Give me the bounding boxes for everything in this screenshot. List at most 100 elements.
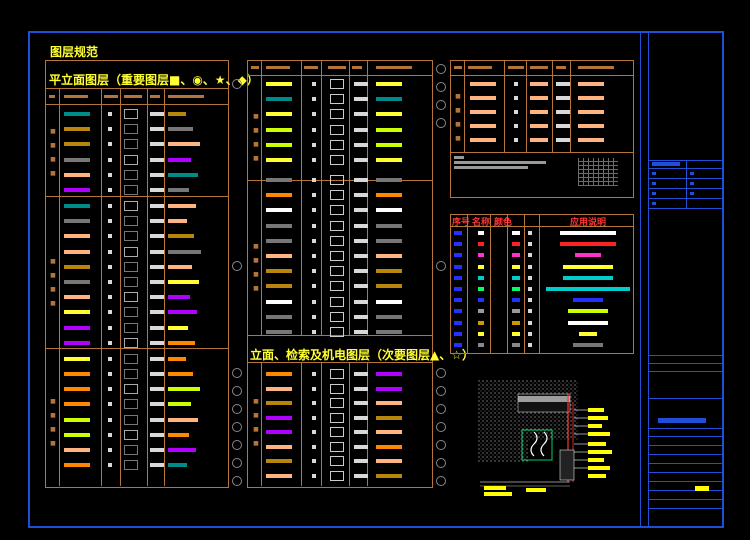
legend-index — [454, 343, 462, 347]
layer-marker — [312, 473, 316, 478]
layer-swatch — [376, 430, 402, 434]
category-marker: ■■■■ — [253, 243, 259, 292]
column-header — [376, 66, 412, 69]
panel-rule — [247, 75, 433, 76]
layer-swatch — [64, 142, 90, 147]
layer-marker — [312, 299, 316, 304]
layer-symbol — [330, 281, 344, 292]
column-header — [352, 66, 362, 69]
layer-swatch — [168, 340, 195, 345]
layer-tag — [150, 295, 164, 300]
legend-name — [478, 253, 484, 258]
layer-tag — [150, 310, 164, 315]
layer-marker — [108, 234, 112, 239]
section-divider — [247, 335, 433, 336]
layer-swatch — [64, 432, 90, 437]
column-header — [49, 95, 55, 98]
layer-tag — [150, 340, 164, 345]
layer-marker — [312, 372, 316, 376]
legend-color — [512, 231, 520, 235]
title-block-line — [648, 508, 722, 509]
binder-hole — [436, 458, 446, 468]
layer-symbol — [330, 109, 344, 120]
title-block-line — [648, 499, 722, 500]
layer-marker — [108, 432, 112, 437]
title-block-line — [648, 363, 722, 364]
layer-marker — [108, 264, 112, 269]
binder-hole — [436, 368, 446, 378]
layer-tag — [150, 142, 164, 147]
layer-tag — [150, 219, 164, 224]
layer-symbol — [330, 383, 344, 394]
layer-swatch — [470, 96, 496, 100]
column-line — [570, 60, 571, 152]
layer-tag — [150, 387, 164, 392]
layer-tag — [354, 459, 368, 463]
layer-symbol — [330, 190, 344, 201]
layer-symbol — [330, 139, 344, 150]
layer-swatch — [376, 142, 402, 147]
layer-swatch — [578, 110, 604, 114]
legend-name — [478, 264, 484, 269]
title-block-divider — [640, 31, 641, 526]
layer-swatch — [376, 372, 402, 376]
layer-tag — [150, 172, 164, 177]
column-line — [261, 60, 262, 486]
column-line — [321, 60, 322, 486]
legend-name — [478, 275, 484, 280]
layer-swatch — [376, 386, 402, 391]
layer-swatch — [266, 254, 292, 258]
layer-tag — [354, 372, 368, 376]
layer-marker — [312, 444, 316, 449]
layer-swatch — [578, 82, 604, 86]
layer-swatch — [578, 96, 604, 100]
layer-swatch — [64, 448, 90, 452]
layer-symbol — [124, 109, 138, 119]
layer-marker — [312, 142, 316, 147]
layer-marker — [108, 310, 112, 315]
title-block-highlight — [695, 486, 709, 491]
layer-swatch — [376, 158, 402, 162]
layer-swatch — [266, 430, 292, 434]
legend-usage — [563, 275, 613, 280]
layer-symbol — [530, 138, 548, 142]
column-line — [464, 60, 465, 152]
layer-symbol — [330, 251, 344, 261]
layer-symbol — [124, 353, 138, 364]
legend-color — [512, 309, 520, 314]
title-block — [648, 31, 649, 526]
layer-tag — [354, 208, 368, 213]
note-line — [454, 161, 546, 164]
layer-tag — [556, 82, 570, 86]
layer-swatch — [168, 234, 194, 239]
layer-tag — [150, 204, 164, 208]
layer-tag — [354, 415, 368, 420]
layer-symbol — [124, 429, 138, 440]
layer-swatch — [168, 264, 192, 269]
layer-tag — [354, 444, 368, 449]
layer-tag — [150, 463, 164, 468]
layer-swatch — [64, 310, 90, 315]
legend-index — [454, 287, 462, 291]
layer-tag — [354, 314, 368, 319]
binder-hole — [232, 404, 242, 414]
legend-color — [512, 343, 520, 347]
category-marker: ■■■■ — [455, 93, 461, 142]
drawing-frame — [28, 31, 724, 528]
layer-marker — [312, 238, 316, 243]
layer-tag — [150, 249, 164, 254]
layer-swatch — [376, 254, 402, 258]
column-header — [304, 66, 318, 69]
layer-symbol — [330, 296, 344, 307]
legend-mark — [528, 331, 532, 336]
column-header — [454, 66, 462, 69]
color-legend-panel — [450, 214, 634, 354]
title-block-line — [648, 168, 722, 169]
column-header — [124, 95, 142, 98]
layer-tag — [150, 157, 164, 162]
legend-name — [478, 242, 484, 247]
layer-tag — [150, 448, 164, 452]
layer-tag — [150, 264, 164, 269]
layer-symbol — [124, 460, 138, 471]
legend-mark — [528, 287, 532, 291]
